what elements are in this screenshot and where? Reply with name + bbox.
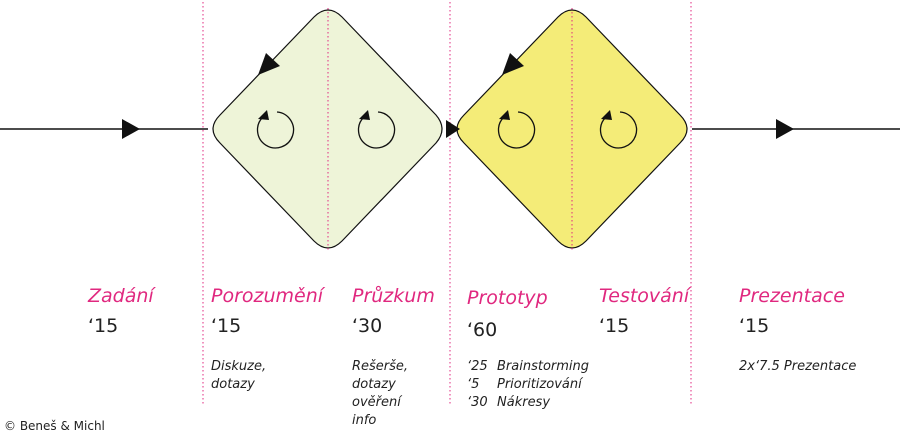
note-minutes: ‘25 — [467, 359, 488, 374]
copyright-text: © Beneš & Michl — [4, 419, 105, 433]
phase-time-testovani: ‘15 — [599, 315, 630, 337]
arrow-head-icon — [258, 53, 280, 75]
loop-arrow-icon — [599, 110, 638, 149]
note-line: ‘25 Brainstorming — [467, 358, 589, 376]
phase-title-prezentace: Prezentace — [739, 285, 845, 307]
loop-arrow-icon — [256, 110, 295, 149]
note-line: ‘30 Nákresy — [467, 394, 589, 412]
note-line: 2x‘7.5 Prezentace — [739, 359, 857, 374]
note-label: Brainstorming — [497, 359, 590, 374]
phase-title-porozumeni: Porozumění — [211, 285, 324, 307]
note-line: ‘5 Prioritizování — [467, 376, 589, 394]
arrow-head-icon — [776, 119, 794, 139]
phase-time-pruzkum: ‘30 — [352, 315, 383, 337]
note-line: dotazy — [211, 377, 255, 392]
note-line: Rešerše, — [352, 359, 409, 374]
phase-notes-pruzkum: Rešerše, dotazy ověření info — [352, 358, 408, 430]
phase-notes-prototyp: ‘25 Brainstorming ‘5 Prioritizování ‘30 Nák… — [467, 358, 589, 412]
phase-time-porozumeni: ‘15 — [211, 315, 242, 337]
phase-title-prototyp: Prototyp — [467, 287, 548, 309]
phase-title-testovani: Testování — [599, 285, 690, 307]
loop-arrow-icon — [497, 110, 536, 149]
note-line: info — [352, 413, 377, 428]
loop-arrow-icon — [357, 110, 396, 149]
note-line: ověření — [352, 395, 401, 410]
phase-notes-prezentace: 2x‘7.5 Prezentace — [739, 358, 856, 376]
note-label: Prioritizování — [497, 377, 582, 392]
phase-title-zadani: Zadání — [88, 285, 154, 307]
phase-time-zadani: ‘15 — [88, 315, 119, 337]
phase-time-prototyp: ‘60 — [467, 319, 498, 341]
arrow-head-icon — [122, 119, 140, 139]
note-label: Nákresy — [497, 395, 551, 410]
note-minutes: ‘30 — [467, 395, 488, 410]
phase-notes-porozumeni: Diskuze, dotazy — [211, 358, 266, 394]
phase-title-pruzkum: Průzkum — [352, 285, 435, 307]
note-line: Diskuze, — [211, 359, 267, 374]
arrow-head-icon — [446, 120, 460, 138]
note-minutes: ‘5 — [467, 377, 480, 392]
note-line: dotazy — [352, 377, 396, 392]
arrow-head-icon — [502, 53, 524, 75]
phase-time-prezentace: ‘15 — [739, 315, 770, 337]
